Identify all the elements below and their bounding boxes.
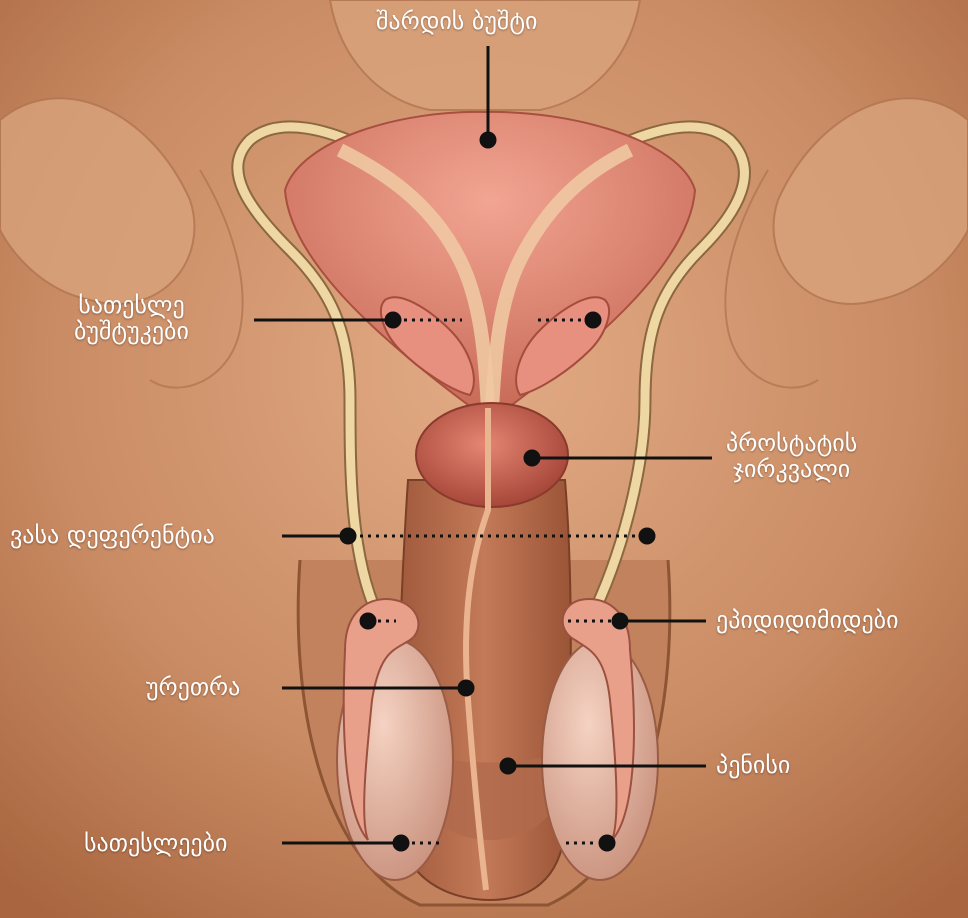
bladder-marker xyxy=(480,132,496,148)
prostate-shape xyxy=(416,403,568,507)
testes-marker-right xyxy=(599,835,615,851)
testes-marker-left xyxy=(393,835,409,851)
vas-deferens-marker-left xyxy=(340,528,356,544)
seminal-vesicles-marker-left xyxy=(385,312,401,328)
label-bladder: შარდის ბუშტი xyxy=(376,8,537,34)
label-testes: სათესლეები xyxy=(84,830,227,856)
label-seminal-vesicles: სათესლე ბუშტუკები xyxy=(74,292,189,344)
vas-deferens-marker-right xyxy=(639,528,655,544)
seminal-vesicles-marker-right xyxy=(585,312,601,328)
label-epididymis: ეპიდიდიმიდები xyxy=(716,607,899,633)
label-penis: პენისი xyxy=(716,752,790,778)
urethra-marker xyxy=(458,680,474,696)
prostate-marker xyxy=(524,450,540,466)
label-urethra: ურეთრა xyxy=(146,674,240,700)
epididymis-marker-left xyxy=(360,613,376,629)
label-prostate: პროსტატის ჯირკვალი xyxy=(726,430,857,482)
label-vas-deferens: ვასა დეფერენტია xyxy=(10,522,215,548)
